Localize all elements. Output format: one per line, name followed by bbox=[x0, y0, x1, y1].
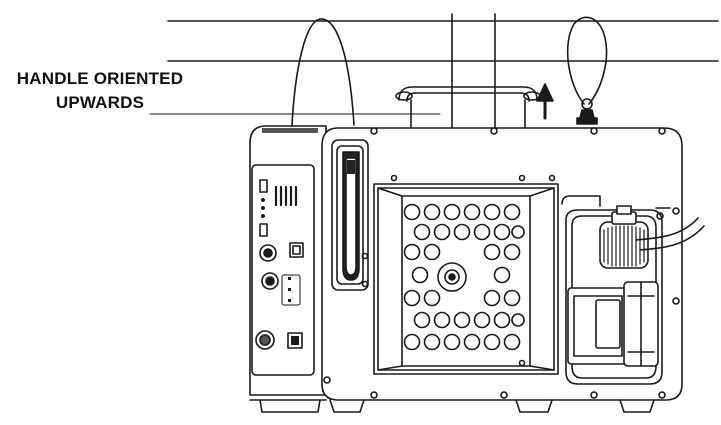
body-contour bbox=[561, 195, 671, 209]
rear-panel bbox=[249, 125, 327, 413]
callout-line-2: UPWARDS bbox=[55, 93, 145, 112]
fluid-hose bbox=[635, 217, 699, 241]
power-inlet bbox=[255, 330, 275, 350]
carry-handle bbox=[395, 86, 541, 129]
xlr-out-connector bbox=[261, 272, 279, 290]
side-handle bbox=[331, 139, 369, 291]
handle-orientation-callout: HANDLE ORIENTED UPWARDS bbox=[0, 67, 200, 115]
callout-line-1: HANDLE ORIENTED bbox=[16, 69, 184, 88]
safety-cables bbox=[291, 16, 608, 126]
panel-vent-slots bbox=[274, 185, 298, 207]
safety-cable-right bbox=[566, 16, 608, 105]
fan-grille bbox=[373, 183, 559, 375]
display-button bbox=[289, 242, 304, 258]
eye-bolt-body bbox=[579, 109, 595, 119]
arrow-up-icon bbox=[536, 83, 554, 120]
grille-holes bbox=[403, 203, 525, 351]
control-plate bbox=[251, 164, 315, 376]
power-indicator bbox=[259, 179, 268, 193]
eye-bolt-ring bbox=[581, 98, 593, 110]
dip-switch bbox=[259, 223, 268, 237]
xlr-in-connector bbox=[259, 244, 277, 262]
body-screws bbox=[323, 127, 680, 399]
truss-bars bbox=[167, 13, 719, 129]
fluid-tank bbox=[565, 205, 705, 385]
safety-cable-left bbox=[291, 18, 355, 126]
eye-bolt-base bbox=[576, 117, 598, 125]
rear-vent-grille bbox=[262, 128, 318, 133]
power-switch bbox=[287, 332, 303, 349]
fan-hub bbox=[437, 262, 467, 292]
